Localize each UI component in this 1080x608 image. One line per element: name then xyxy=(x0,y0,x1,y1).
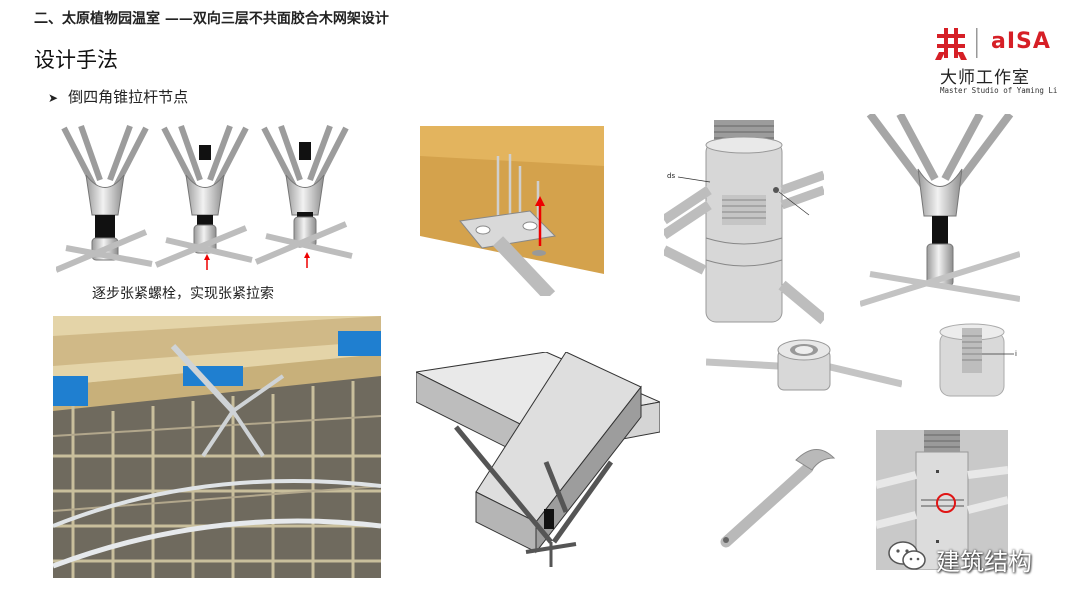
spanner-wrench-render xyxy=(716,440,840,550)
logo-mark-icon xyxy=(935,28,978,60)
wechat-icon xyxy=(888,541,926,570)
beam-joint-drawing xyxy=(416,352,660,574)
construction-photo xyxy=(53,316,381,578)
node-stage-1 xyxy=(56,124,153,273)
watermark: 建筑结构 xyxy=(886,538,1056,578)
label-i: i xyxy=(1015,350,1017,358)
logo-brand: aISA xyxy=(991,29,1051,54)
bullet-arrow-icon: ➤ xyxy=(48,91,59,105)
page-title: 设计手法 xyxy=(34,48,118,72)
watermark-text: 建筑结构 xyxy=(936,548,1032,576)
logo-studio-subtitle: Master Studio of Yaming Li xyxy=(940,86,1058,95)
node-cutaway-render: ds xyxy=(664,120,824,325)
node-stage-2 xyxy=(154,124,253,270)
header-subtitle: 二、太原植物园温室 ——双向三层不共面胶合木网架设计 xyxy=(34,11,389,27)
tightening-caption: 逐步张紧螺栓，实现张紧拉索 xyxy=(92,286,274,302)
anchor-plate-render xyxy=(420,126,604,296)
threaded-sleeve-render: i xyxy=(932,322,1022,406)
logo-studio-name: 大师工作室 xyxy=(940,68,1030,88)
bullet-text: 倒四角锥拉杆节点 xyxy=(68,88,189,106)
node-assembly-render xyxy=(860,114,1020,314)
node-tightening-sequence xyxy=(56,120,356,280)
node-stage-3 xyxy=(254,124,353,268)
collar-ring-render xyxy=(706,332,902,400)
bullet-item: ➤ 倒四角锥拉杆节点 xyxy=(48,86,188,107)
label-ds: ds xyxy=(667,172,675,180)
logo: aISA xyxy=(935,26,1060,98)
